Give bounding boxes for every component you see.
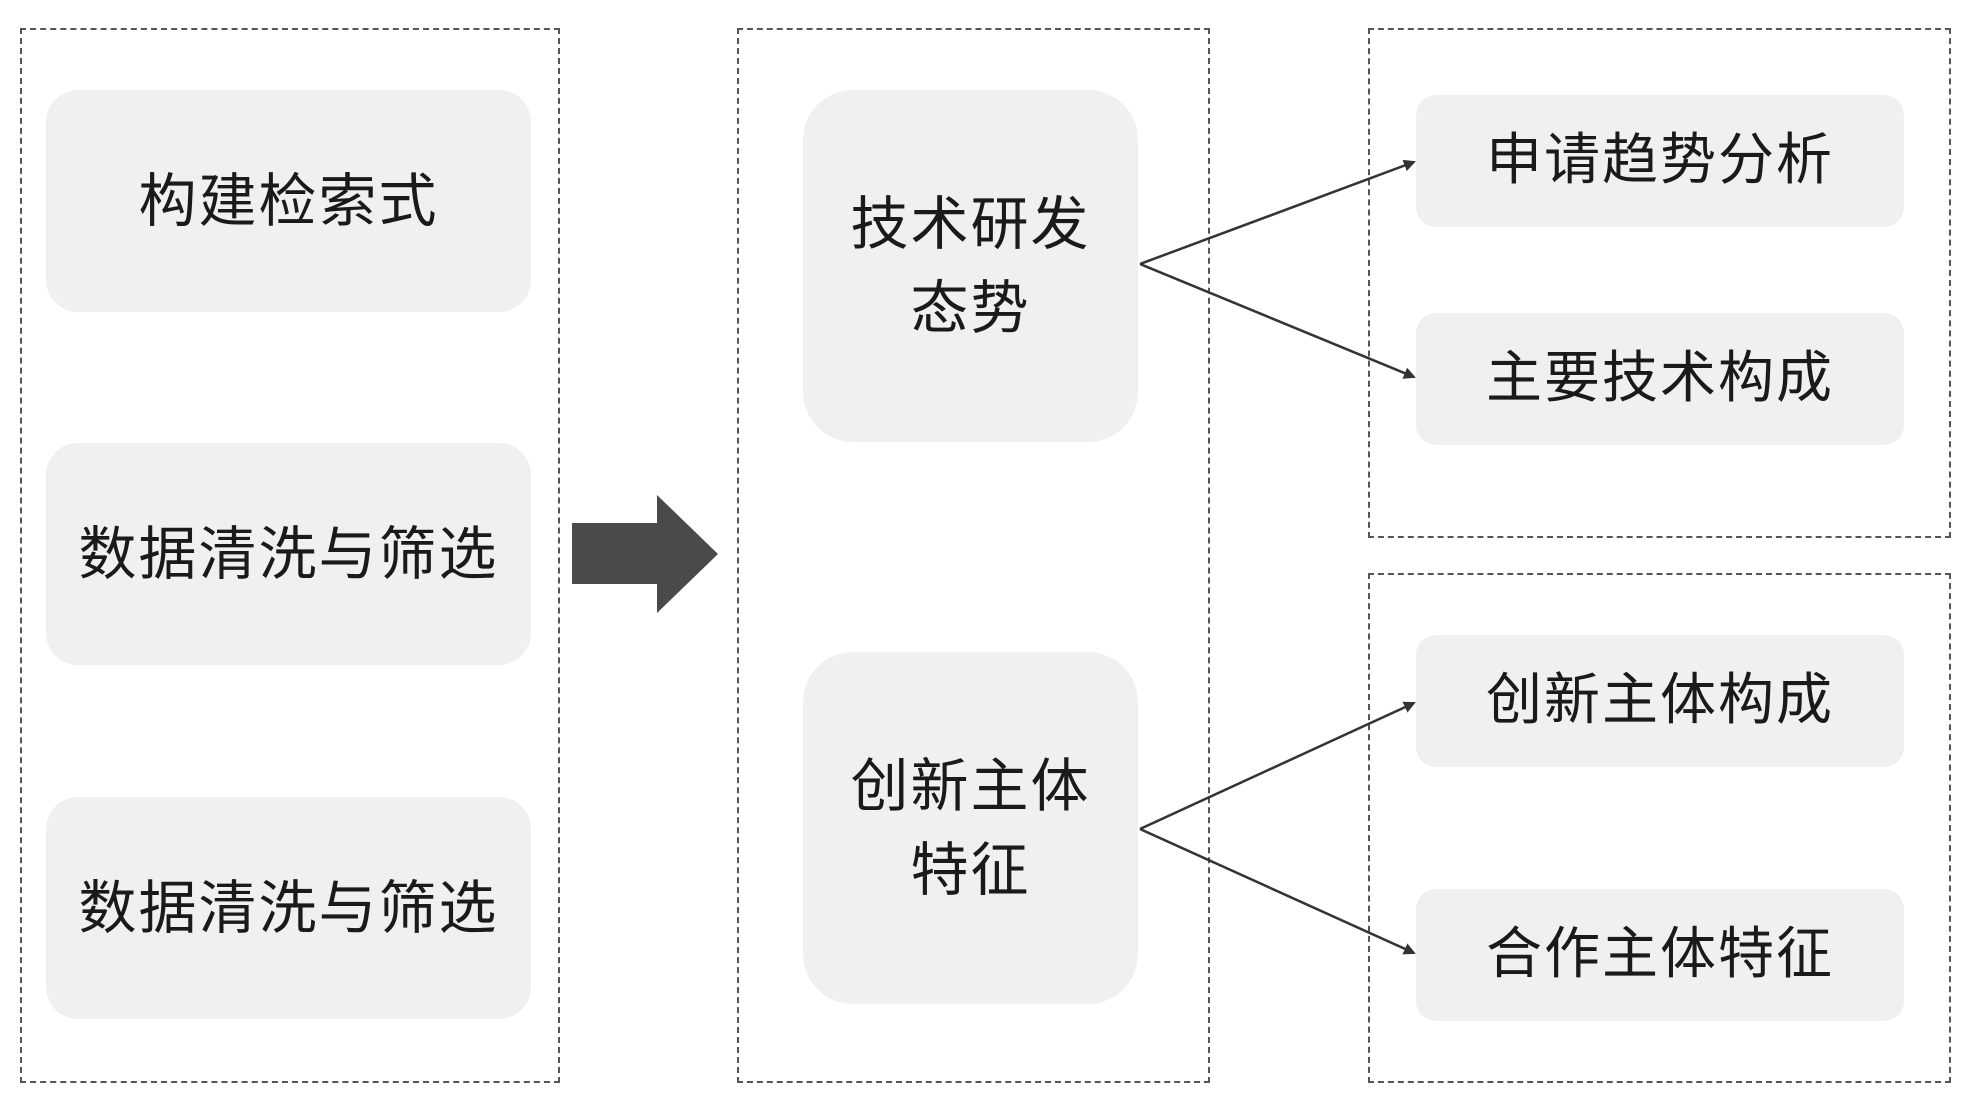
step-label: 数据清洗与筛选 xyxy=(78,874,499,942)
item-innovation-entity-composition: 创新主体构成 xyxy=(1416,635,1904,767)
item-cooperation-entity-features: 合作主体特征 xyxy=(1416,889,1904,1021)
connector-arrow xyxy=(1139,262,1416,379)
step-label: 构建检索式 xyxy=(138,167,439,235)
item-label: 申请趋势分析 xyxy=(1486,128,1834,193)
connector-arrow xyxy=(1139,827,1416,955)
node-label: 创新主体特征 xyxy=(850,752,1091,904)
step-box-data-cleaning-2: 数据清洗与筛选 xyxy=(46,797,531,1019)
right-panel-bottom xyxy=(1368,573,1951,1083)
item-label: 合作主体特征 xyxy=(1486,922,1834,987)
left-panel xyxy=(20,28,560,1083)
middle-panel xyxy=(737,28,1210,1083)
connector-arrow xyxy=(1139,159,1416,266)
node-innovation-entity: 创新主体特征 xyxy=(803,652,1138,1004)
item-main-tech-composition: 主要技术构成 xyxy=(1416,313,1904,445)
node-label: 技术研发态势 xyxy=(850,190,1091,342)
node-tech-rd-trend: 技术研发态势 xyxy=(803,90,1138,442)
step-box-data-cleaning-1: 数据清洗与筛选 xyxy=(46,443,531,665)
connector-arrow xyxy=(1139,701,1416,831)
item-application-trend: 申请趋势分析 xyxy=(1416,95,1904,227)
big-right-arrow-icon xyxy=(572,495,718,613)
item-label: 主要技术构成 xyxy=(1486,346,1834,411)
item-label: 创新主体构成 xyxy=(1486,668,1834,733)
right-panel-top xyxy=(1368,28,1951,538)
step-label: 数据清洗与筛选 xyxy=(78,520,499,588)
step-box-build-query: 构建检索式 xyxy=(46,90,531,312)
